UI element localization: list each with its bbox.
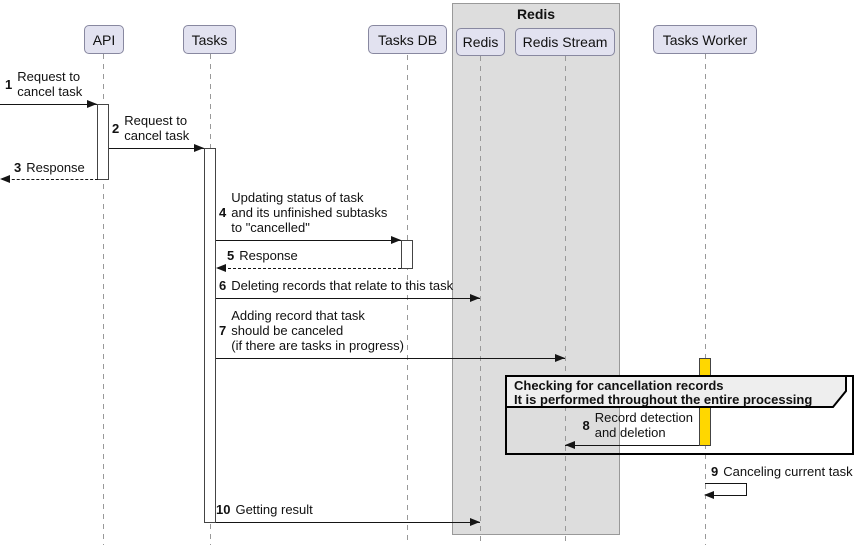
message-5-arrowhead (216, 264, 226, 272)
message-3-arrowhead (0, 175, 10, 183)
message-8-arrow (565, 445, 699, 446)
activation-tasks-db (401, 240, 413, 269)
message-3-label: 3 Response (14, 160, 85, 175)
message-10-arrowhead (470, 518, 480, 526)
message-8-number: 8 (582, 417, 590, 433)
message-5-text: Response (239, 248, 298, 263)
participant-redis: Redis (456, 28, 505, 56)
lifeline-api (103, 54, 104, 545)
message-9-arrow-bottom (714, 495, 747, 496)
message-10-arrow (216, 522, 480, 523)
message-6-text: Deleting records that relate to this tas… (231, 278, 454, 293)
message-4-text: Updating status of task and its unfinish… (231, 190, 388, 235)
message-10-number: 10 (216, 502, 231, 517)
message-7-number: 7 (219, 323, 227, 338)
frame-checking-records (505, 375, 854, 455)
message-4-arrow (216, 240, 401, 241)
participant-tasks: Tasks (183, 25, 236, 54)
message-1-text: Request to cancel task (17, 69, 83, 99)
lifeline-redis (480, 56, 481, 545)
message-5-arrow (218, 268, 401, 269)
message-2-arrow (109, 148, 204, 149)
message-10-text: Getting result (235, 502, 313, 517)
message-7-arrowhead (555, 354, 565, 362)
message-2-arrowhead (194, 144, 204, 152)
message-2-text: Request to cancel task (124, 113, 190, 143)
message-7-label: 7 Adding record that task should be canc… (219, 308, 404, 353)
group-box-redis-title: Redis (516, 6, 556, 22)
message-1-label: 1 Request to cancel task (5, 69, 82, 99)
message-2-number: 2 (112, 120, 120, 136)
message-8-label: 8 Record detection and deletion (582, 410, 693, 440)
message-8-text: Record detection and deletion (594, 410, 693, 440)
message-5-label: 5 Response (227, 248, 298, 263)
message-1-number: 1 (5, 76, 13, 92)
activation-tasks (204, 148, 216, 523)
participant-tasks-db: Tasks DB (368, 25, 447, 54)
message-7-text: Adding record that task should be cancel… (231, 308, 404, 353)
message-1-arrowhead (87, 100, 97, 108)
lifeline-tasks-worker (705, 54, 706, 545)
message-1-arrow (0, 104, 97, 105)
message-6-arrowhead (470, 294, 480, 302)
participant-api: API (84, 25, 124, 54)
message-9-number: 9 (711, 464, 719, 479)
message-6-label: 6 Deleting records that relate to this t… (219, 278, 453, 293)
message-9-label: 9 Canceling current task (711, 464, 853, 479)
message-2-label: 2 Request to cancel task (112, 113, 189, 143)
activation-api (97, 104, 109, 180)
message-9-arrow-top (705, 483, 747, 484)
message-6-number: 6 (219, 278, 227, 293)
message-3-number: 3 (14, 160, 22, 175)
lifeline-redis-stream (565, 56, 566, 545)
participant-tasks-worker: Tasks Worker (653, 25, 757, 54)
frame-title-line1: Checking for cancellation records (514, 378, 724, 393)
frame-title-line2: It is performed throughout the entire pr… (514, 392, 813, 407)
message-3-arrow (2, 179, 98, 180)
message-8-arrowhead (565, 441, 575, 449)
message-9-arrowhead (704, 491, 714, 499)
lifeline-tasks-db (407, 55, 408, 545)
message-4-arrowhead (391, 236, 401, 244)
message-4-number: 4 (219, 205, 227, 220)
participant-redis-stream: Redis Stream (515, 28, 615, 56)
message-9-arrow-side (746, 483, 747, 496)
message-4-label: 4 Updating status of task and its unfini… (219, 190, 387, 235)
message-9-text: Canceling current task (723, 464, 853, 479)
message-7-arrow (216, 358, 565, 359)
message-10-label: 10 Getting result (216, 502, 313, 517)
message-6-arrow (216, 298, 480, 299)
message-5-number: 5 (227, 248, 235, 263)
message-3-text: Response (26, 160, 85, 175)
